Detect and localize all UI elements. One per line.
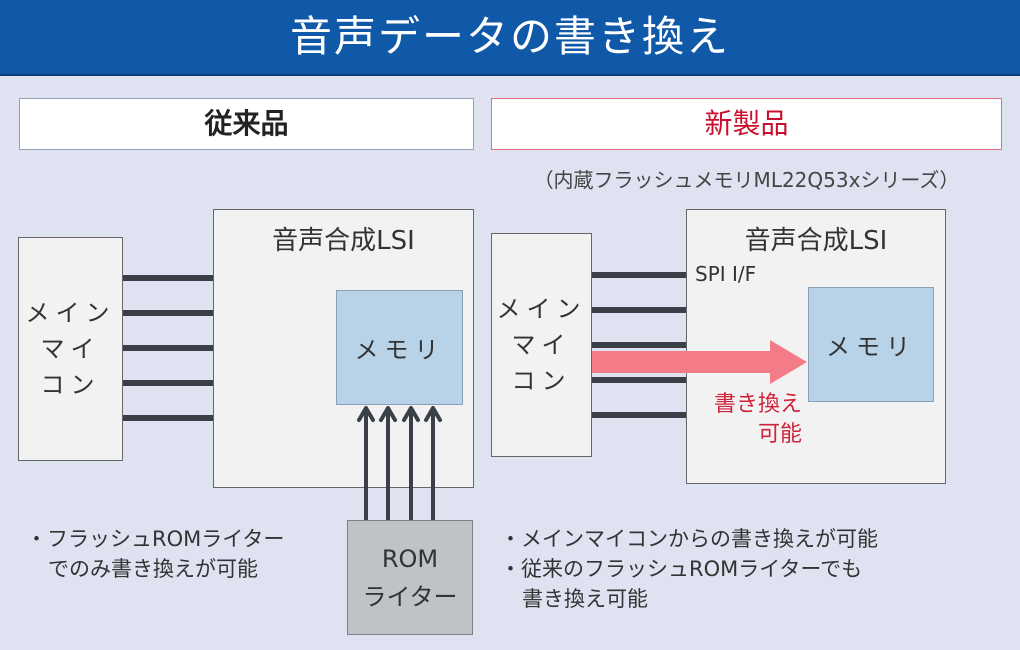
old-bus-wire	[123, 275, 214, 281]
new-bus-wire	[592, 412, 687, 418]
old-note-line-1: フラッシュROMライター	[47, 527, 285, 551]
bullet: ・	[26, 527, 47, 551]
new-notes: ・メインマイコンからの書き換えが可能 ・従来のフラッシュROMライターでも 書き…	[500, 524, 1010, 614]
rewrite-arrow	[592, 340, 807, 384]
old-main-mcu-box: メイン マイ コン	[18, 237, 123, 461]
old-memory-label: メモリ	[354, 336, 445, 364]
new-note-2-line-1: 従来のフラッシュROMライターでも	[521, 557, 863, 581]
old-bus-wire	[123, 380, 214, 386]
new-product-subtitle: （内蔵フラッシュメモリML22Q53xシリーズ）	[533, 168, 960, 192]
new-main-mcu-label-1: メイン	[496, 295, 587, 323]
new-memory-label: メモリ	[826, 333, 916, 361]
page-title: 音声データの書き換え	[0, 0, 1020, 76]
new-bus-wire	[592, 272, 687, 278]
new-bus-wire	[592, 307, 687, 313]
new-bus-wire	[592, 342, 687, 348]
bullet: ・	[500, 557, 521, 581]
old-note: ・フラッシュROMライター でのみ書き換えが可能	[26, 524, 346, 584]
old-bus-wire	[123, 310, 214, 316]
rom-writer-label-2: ライター	[362, 582, 458, 611]
rom-writer-box: ROM ライター	[347, 520, 473, 635]
rewrite-possible-label: 書き換え 可能	[690, 390, 802, 450]
new-product-title: 新製品	[491, 98, 1002, 150]
old-memory-box: メモリ	[336, 290, 463, 405]
new-lsi-label: 音声合成LSI	[744, 226, 888, 256]
old-main-mcu-label-1: メイン	[25, 299, 116, 327]
new-main-mcu-label-3: コン	[511, 367, 572, 395]
old-main-mcu-label-3: コン	[40, 371, 101, 399]
rom-arrow-head	[402, 406, 420, 422]
new-note-2-line-2: 書き換え可能	[522, 587, 648, 611]
rom-arrow-head	[357, 406, 375, 422]
rom-arrow-head	[379, 406, 397, 422]
spi-interface-label: SPI I/F	[695, 262, 757, 286]
old-bus-wire	[123, 415, 214, 421]
new-bus-wire	[592, 377, 687, 383]
rom-arrow-head	[424, 406, 442, 422]
old-lsi-label: 音声合成LSI	[272, 226, 415, 256]
new-main-mcu-label-2: マイ	[511, 331, 572, 359]
new-note-1: メインマイコンからの書き換えが可能	[521, 527, 878, 551]
bullet: ・	[500, 527, 521, 551]
old-note-line-2: でのみ書き換えが可能	[48, 557, 258, 581]
old-bus-wire	[123, 345, 214, 351]
rewrite-label-2: 可能	[757, 422, 802, 447]
new-memory-box: メモリ	[808, 287, 934, 402]
old-main-mcu-label-2: マイ	[40, 335, 101, 363]
rewrite-label-1: 書き換え	[713, 392, 802, 417]
old-product-title: 従来品	[19, 98, 474, 150]
rom-writer-label-1: ROM	[381, 544, 439, 573]
new-main-mcu-box: メイン マイ コン	[491, 233, 592, 457]
